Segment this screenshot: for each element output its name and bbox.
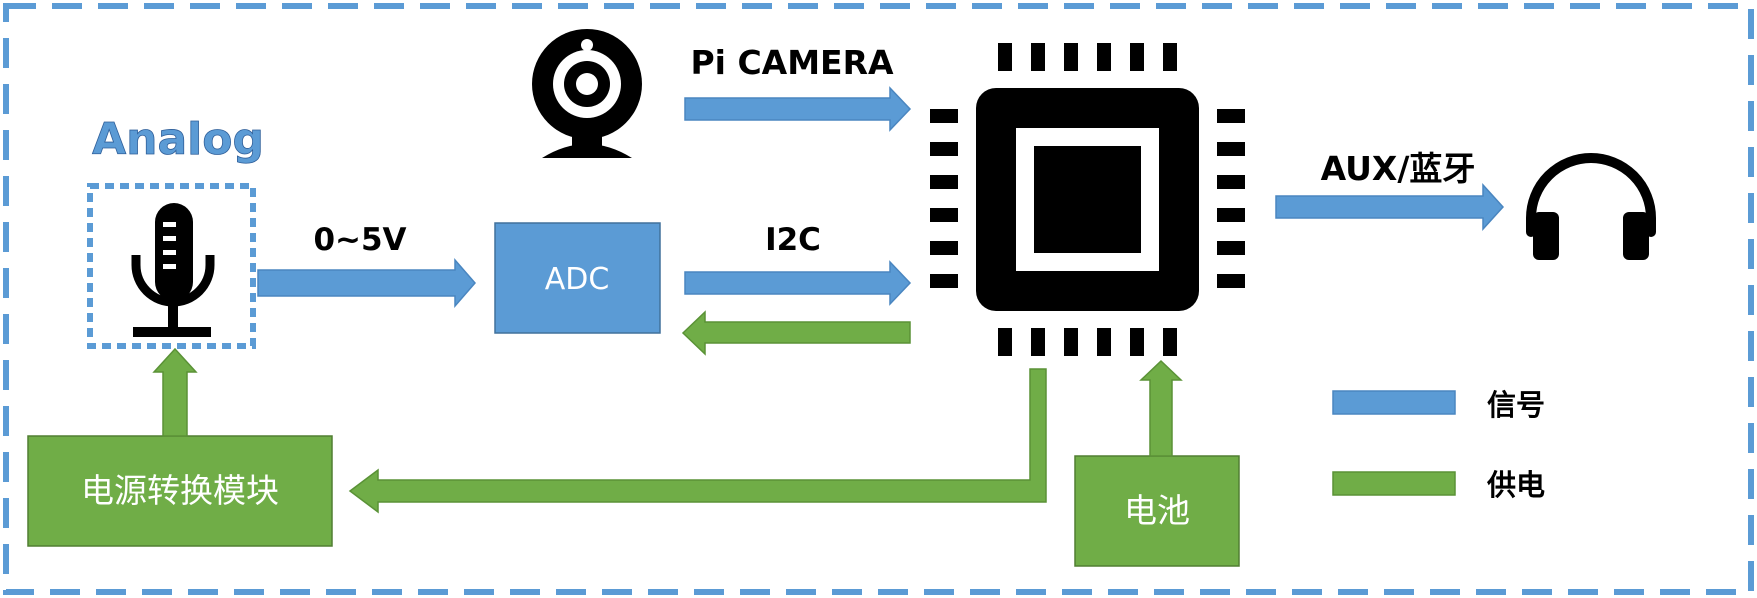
aux-label: AUX/蓝牙 — [1321, 149, 1476, 188]
headphones-icon — [1526, 153, 1656, 260]
legend-power-swatch — [1332, 471, 1456, 496]
analog-label: Analog — [92, 114, 264, 165]
i2c-label: I2C — [765, 222, 821, 258]
legend-power-label: 供电 — [1486, 468, 1545, 502]
legend-signal-label: 信号 — [1487, 388, 1545, 422]
battery-label: 电池 — [1124, 491, 1190, 530]
webcam-icon — [532, 29, 642, 158]
adc-box — [494, 222, 661, 334]
legend: 信号 供电 — [1332, 388, 1545, 502]
microphone-icon — [131, 203, 215, 337]
power-module-label: 电源转换模块 — [81, 471, 279, 510]
camera-label: Pi CAMERA — [690, 43, 894, 82]
battery-to-cpu-arrow — [1139, 359, 1183, 457]
voltage-label: 0~5V — [313, 222, 406, 258]
cpu-to-adc-power-arrow — [681, 310, 911, 356]
adc-to-cpu-arrow — [684, 260, 912, 306]
battery-box — [1074, 455, 1240, 567]
camera-to-cpu-arrow — [684, 86, 912, 132]
power-module-to-mic-arrow — [152, 347, 198, 437]
cpu-to-power-module-arrow — [348, 368, 1047, 514]
cpu-to-headphones-arrow — [1275, 183, 1505, 231]
adc-label: ADC — [545, 262, 610, 297]
processor-chip-icon — [930, 43, 1245, 356]
outer-dashed-border — [3, 3, 1754, 595]
mic-to-adc-arrow — [257, 257, 476, 309]
microphone-dotted-frame — [87, 183, 256, 349]
legend-signal-swatch — [1332, 390, 1456, 415]
